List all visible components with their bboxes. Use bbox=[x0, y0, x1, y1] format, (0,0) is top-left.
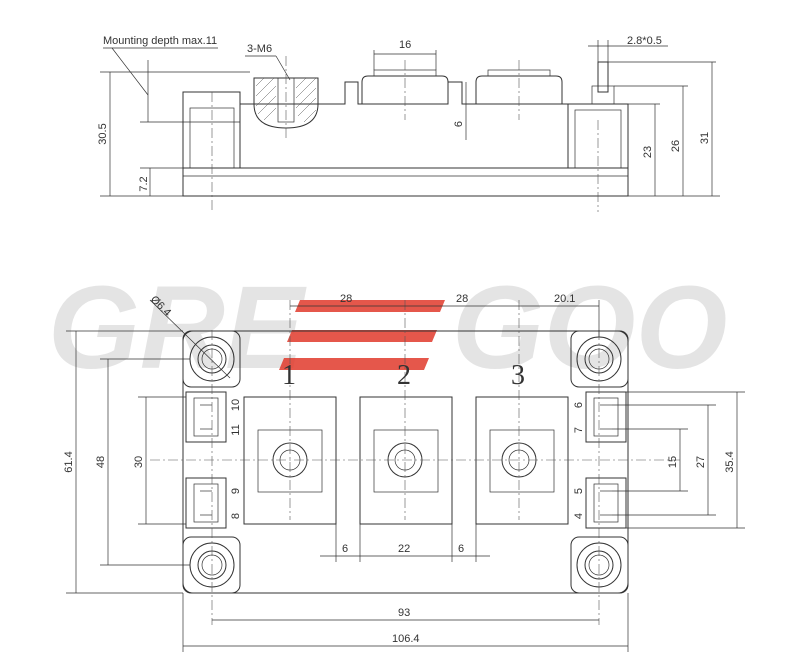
side-view: Mounting depth max.11 3-M6 16 2.8*0.5 30… bbox=[97, 35, 720, 212]
pin-number-9: 9 bbox=[230, 488, 242, 494]
mounting-depth-label: Mounting depth max.11 bbox=[103, 35, 217, 47]
top-view: 1 2 3 10 11 9 8 6 7 5 4 Ø6.4 28 28 20.1 … bbox=[63, 293, 745, 652]
terminal-number-3: 3 bbox=[511, 360, 525, 391]
terminal-block-2 bbox=[359, 396, 453, 525]
gap-right-label: 6 bbox=[458, 543, 464, 555]
height-26-label: 26 bbox=[670, 140, 682, 152]
width-93-label: 93 bbox=[398, 607, 410, 619]
pin-number-11: 11 bbox=[230, 424, 242, 435]
edge-offset-label: 20.1 bbox=[554, 293, 575, 305]
step-6-label: 6 bbox=[453, 121, 465, 127]
pin-size-label: 2.8*0.5 bbox=[627, 35, 662, 47]
watermark-red-bars bbox=[279, 300, 445, 370]
thread-label: 3-M6 bbox=[247, 43, 272, 55]
terminal-number-1: 1 bbox=[282, 360, 296, 391]
mount-pad-bl bbox=[182, 536, 241, 594]
aux-connector-right-upper bbox=[585, 391, 627, 443]
pin-number-5: 5 bbox=[573, 488, 585, 494]
side-pin bbox=[597, 61, 609, 93]
terminal-width-label: 16 bbox=[399, 39, 411, 51]
height-27-label: 27 bbox=[695, 456, 707, 468]
pin-number-4: 4 bbox=[573, 513, 585, 519]
pitch-1-label: 28 bbox=[340, 293, 352, 305]
pin-number-6: 6 bbox=[573, 402, 585, 408]
pin-number-7: 7 bbox=[573, 427, 585, 433]
side-baseplate bbox=[182, 167, 629, 197]
height-30-label: 30 bbox=[133, 456, 145, 468]
height-base-label: 7.2 bbox=[138, 176, 150, 191]
pin-number-10: 10 bbox=[230, 399, 242, 411]
aux-connector-left-lower bbox=[185, 477, 227, 529]
height-15-label: 15 bbox=[667, 456, 679, 468]
watermark-text-left: GRE bbox=[48, 262, 307, 394]
terminal-block-3 bbox=[475, 396, 569, 525]
pitch-2-label: 28 bbox=[456, 293, 468, 305]
watermark: GRE GOO bbox=[48, 262, 727, 394]
m6-nut-section bbox=[253, 77, 319, 129]
terminal-number-2: 2 bbox=[397, 360, 411, 391]
top-outline bbox=[182, 330, 629, 594]
height-61-4-label: 61.4 bbox=[63, 451, 75, 472]
watermark-text-right: GOO bbox=[452, 262, 727, 394]
aux-connector-right-lower bbox=[585, 477, 627, 529]
side-housing bbox=[182, 81, 569, 168]
width-106-4-label: 106.4 bbox=[392, 633, 420, 645]
height-23-label: 23 bbox=[642, 146, 654, 158]
pin-number-8: 8 bbox=[230, 513, 242, 519]
height-31-label: 31 bbox=[699, 132, 711, 144]
terminal-22-label: 22 bbox=[398, 543, 410, 555]
height-total-left-label: 30.5 bbox=[97, 123, 109, 144]
aux-connector-left-upper bbox=[185, 391, 227, 443]
height-48-label: 48 bbox=[95, 456, 107, 468]
mount-pad-tr bbox=[570, 330, 629, 388]
height-35-4-label: 35.4 bbox=[724, 451, 736, 472]
mount-pad-br bbox=[570, 536, 629, 594]
gap-left-label: 6 bbox=[342, 543, 348, 555]
